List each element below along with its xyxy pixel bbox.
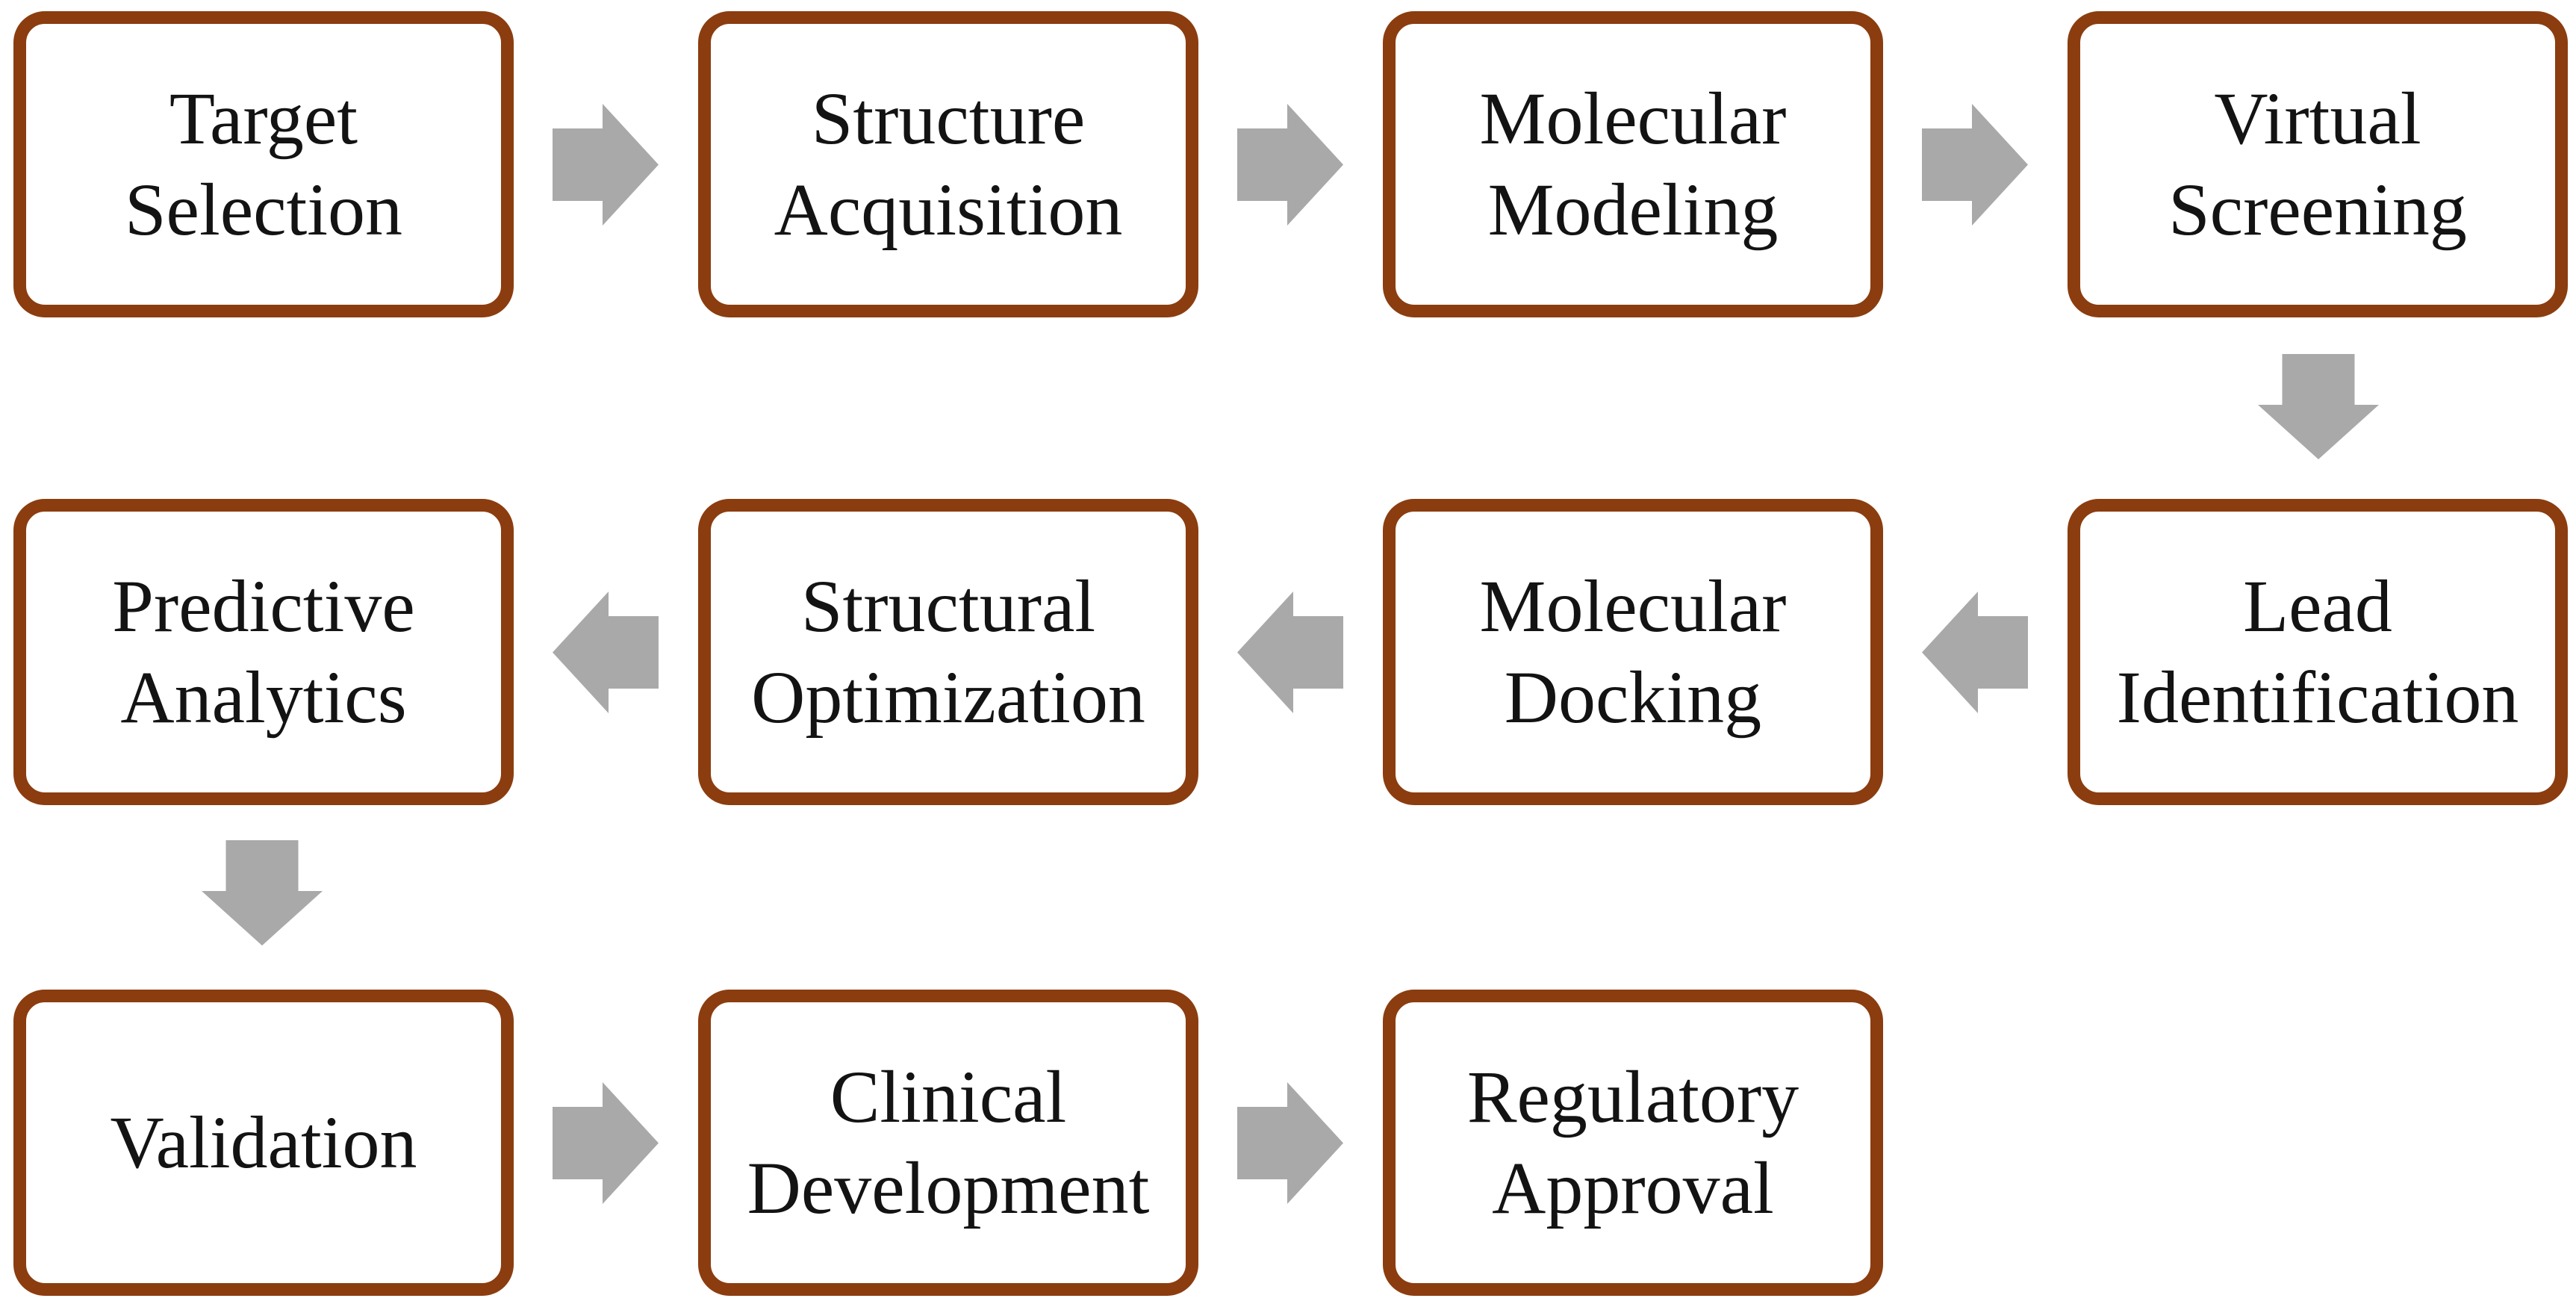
node-label-line: Approval (1492, 1146, 1774, 1229)
node-label-line: Development (747, 1146, 1150, 1229)
node-regulatory-approval: Regulatory Approval (1383, 990, 1883, 1296)
node-label-line: Regulatory (1466, 1055, 1799, 1138)
node-structural-optimization: Structural Optimization (698, 499, 1198, 805)
node-label-line: Validation (110, 1101, 417, 1184)
node-label-line: Screening (2168, 168, 2467, 251)
node-label-line: Identification (2116, 656, 2519, 739)
node-lead-identification: Lead Identification (2068, 499, 2568, 805)
arrow-down-icon (2258, 354, 2379, 459)
node-clinical-development: Clinical Development (698, 990, 1198, 1296)
node-label-line: Analytics (120, 656, 407, 739)
node-label-line: Structure (811, 77, 1086, 160)
node-label-line: Optimization (751, 656, 1145, 739)
node-virtual-screening: Virtual Screening (2068, 11, 2568, 317)
node-label-line: Molecular (1479, 77, 1787, 160)
arrow-left-icon (1237, 592, 1343, 713)
arrow-left-icon (553, 592, 659, 713)
node-structure-acquisition: Structure Acquisition (698, 11, 1198, 317)
node-label-line: Structural (800, 565, 1096, 648)
arrow-right-icon (553, 104, 659, 226)
node-label-line: Clinical (830, 1055, 1067, 1138)
node-molecular-modeling: Molecular Modeling (1383, 11, 1883, 317)
node-label-line: Acquisition (774, 168, 1123, 251)
node-label-line: Molecular (1479, 565, 1787, 648)
node-label-line: Predictive (112, 565, 415, 648)
arrow-down-icon (202, 840, 323, 946)
node-label-line: Lead (2243, 565, 2392, 648)
arrow-right-icon (553, 1082, 659, 1204)
node-predictive-analytics: Predictive Analytics (13, 499, 514, 805)
arrow-right-icon (1237, 104, 1343, 226)
node-molecular-docking: Molecular Docking (1383, 499, 1883, 805)
node-validation: Validation (13, 990, 514, 1296)
node-label-line: Modeling (1487, 168, 1779, 251)
arrow-right-icon (1237, 1082, 1343, 1204)
node-label-line: Docking (1504, 656, 1762, 739)
node-label-line: Target (169, 77, 358, 160)
arrow-right-icon (1922, 104, 2028, 226)
node-label-line: Virtual (2214, 77, 2421, 160)
node-target-selection: Target Selection (13, 11, 514, 317)
node-label-line: Selection (124, 168, 403, 251)
arrow-left-icon (1922, 592, 2028, 713)
